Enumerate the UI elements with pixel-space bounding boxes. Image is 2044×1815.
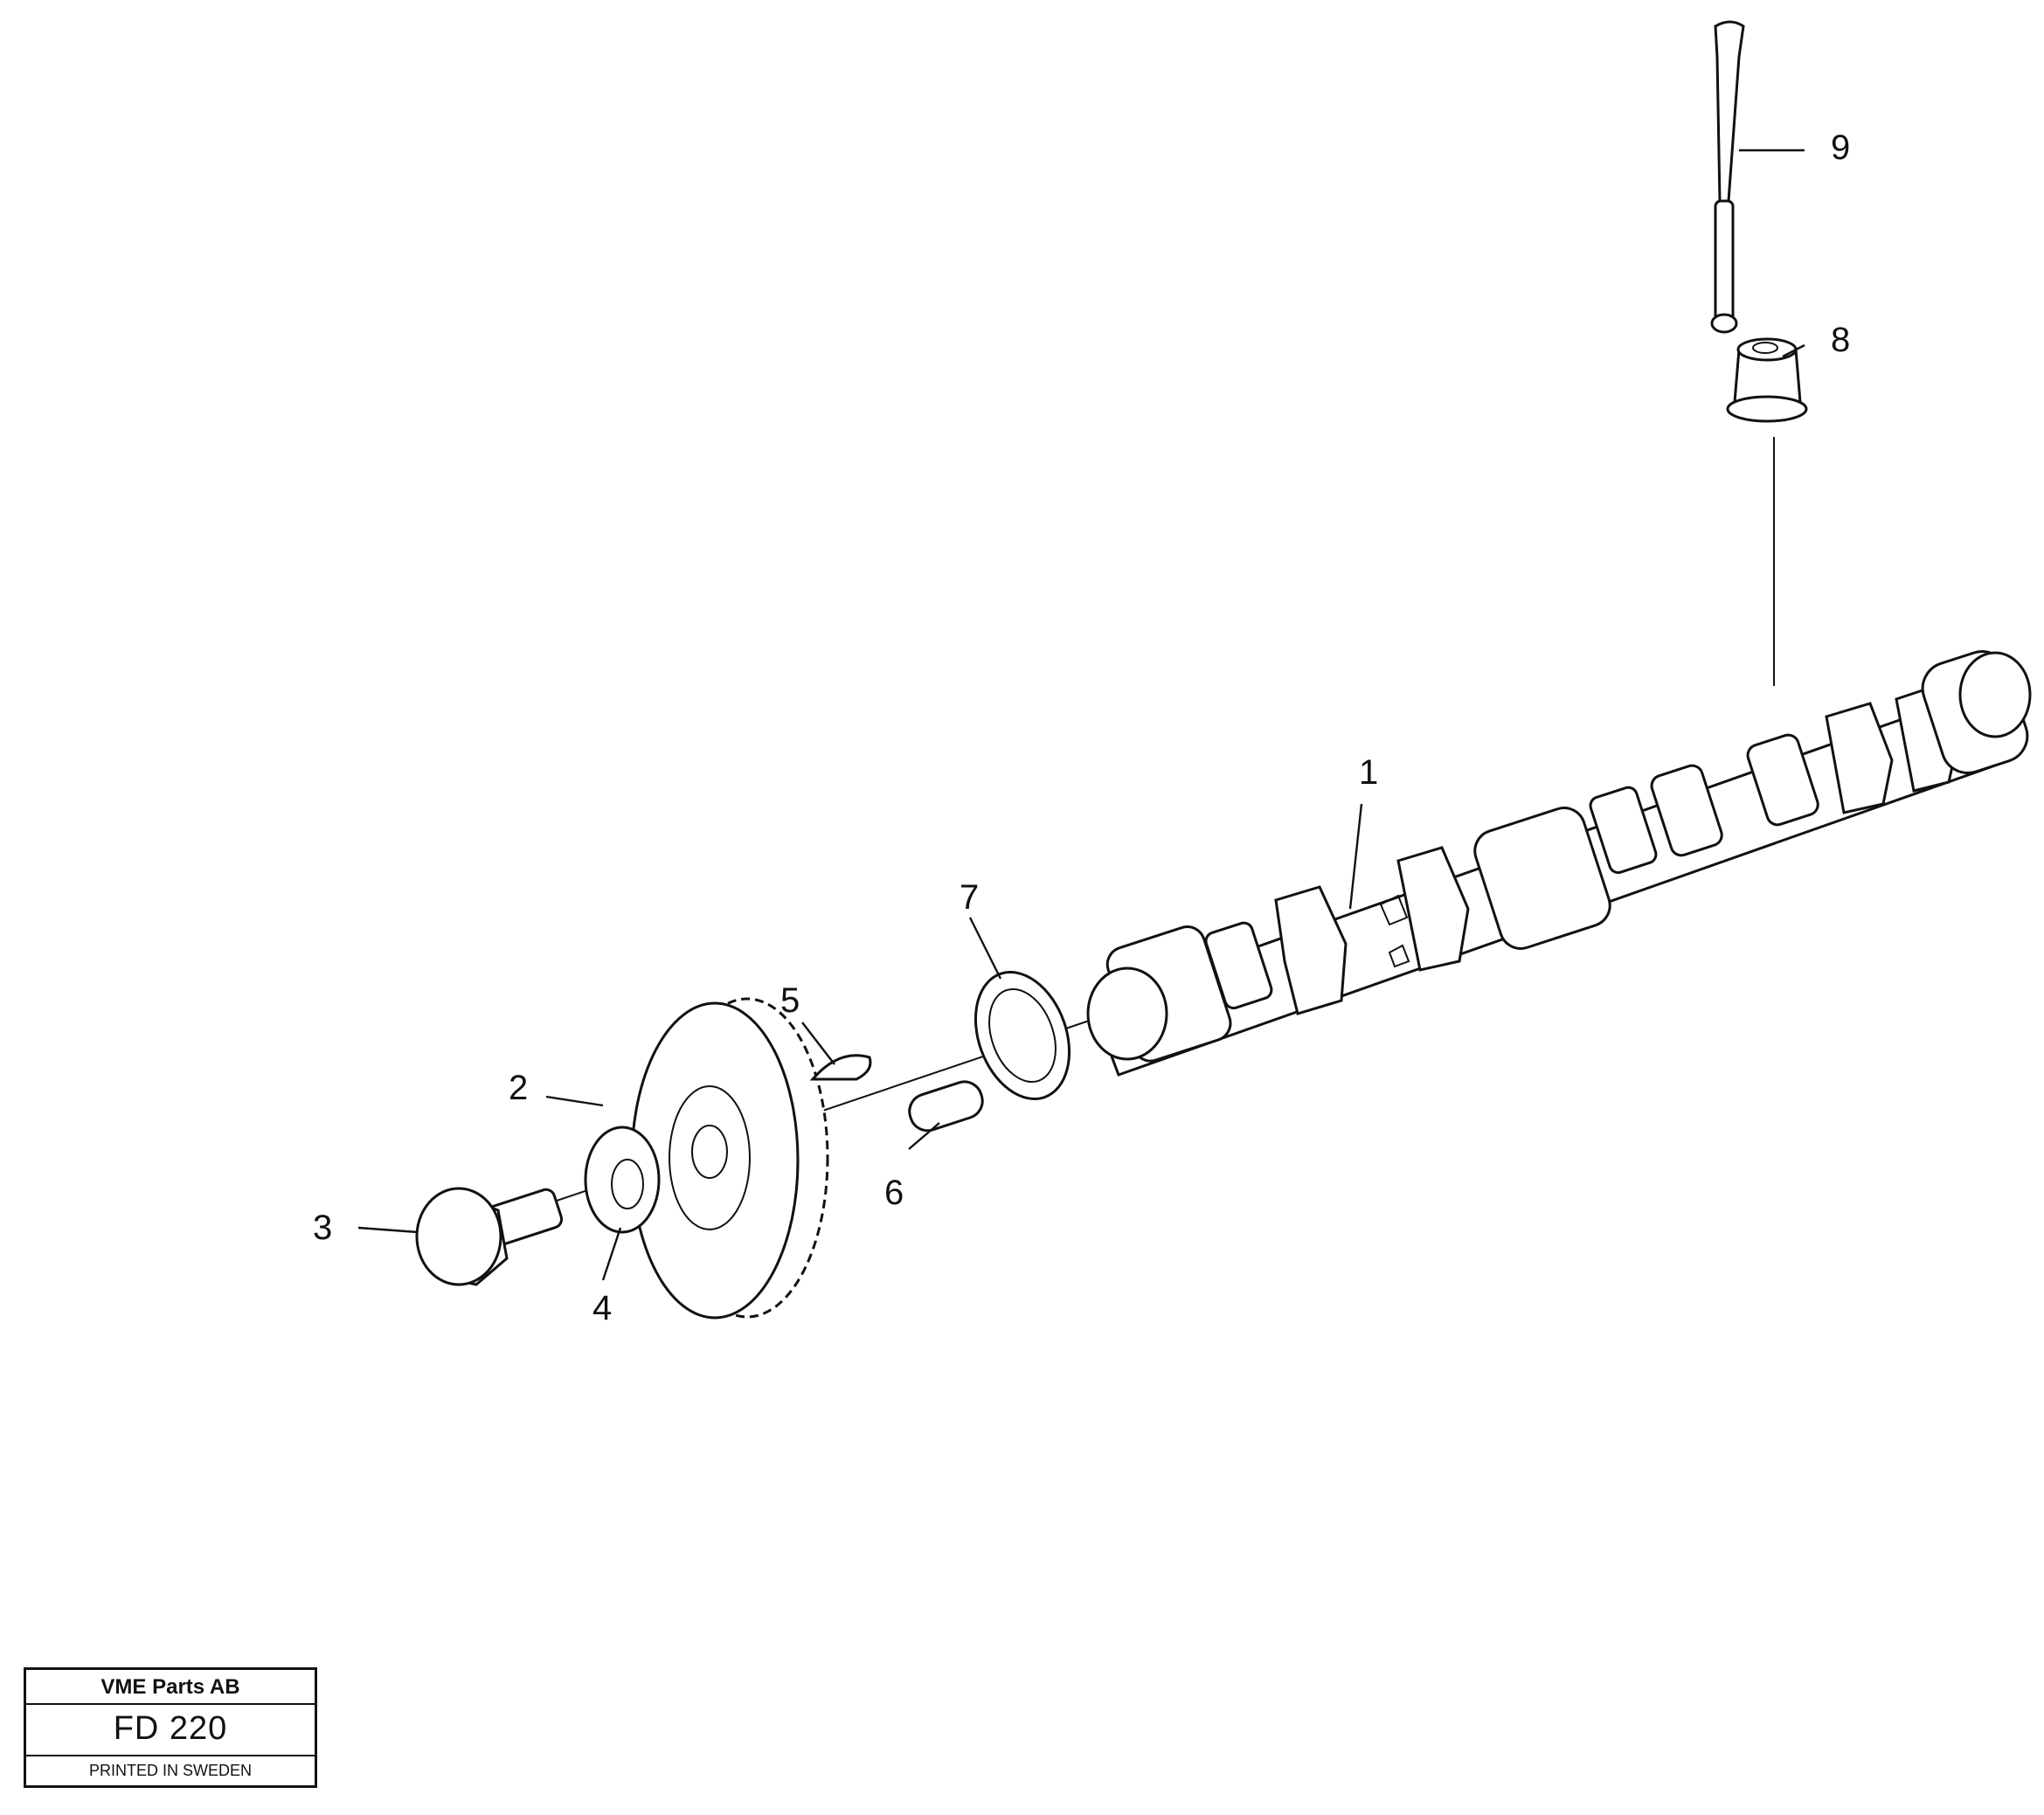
company-name: VME Parts AB — [100, 1675, 240, 1699]
callout-5: 5 — [780, 981, 800, 1020]
callout-3: 3 — [313, 1209, 332, 1247]
washer — [584, 1126, 661, 1234]
title-block: VME Parts AB FD 220 PRINTED IN SWEDEN — [24, 1667, 317, 1788]
dowel-pin — [908, 1080, 984, 1133]
callout-1: 1 — [1359, 753, 1378, 792]
callout-4: 4 — [592, 1289, 612, 1327]
leader-lines — [357, 149, 1805, 1281]
thrust-ring — [973, 970, 1071, 1101]
callout-6: 6 — [884, 1174, 904, 1212]
camshaft-gear — [630, 997, 829, 1320]
drawing-code: FD 220 — [26, 1703, 315, 1755]
callout-8: 8 — [1831, 321, 1850, 359]
printed-note: PRINTED IN SWEDEN — [26, 1755, 315, 1785]
flange-bolt — [415, 1187, 564, 1286]
woodruff-key — [809, 1054, 872, 1081]
callout-2: 2 — [509, 1069, 528, 1107]
callout-9: 9 — [1831, 128, 1850, 167]
push-rod — [1710, 20, 1745, 334]
camshaft — [1086, 650, 2032, 1077]
callout-7: 7 — [960, 878, 979, 917]
